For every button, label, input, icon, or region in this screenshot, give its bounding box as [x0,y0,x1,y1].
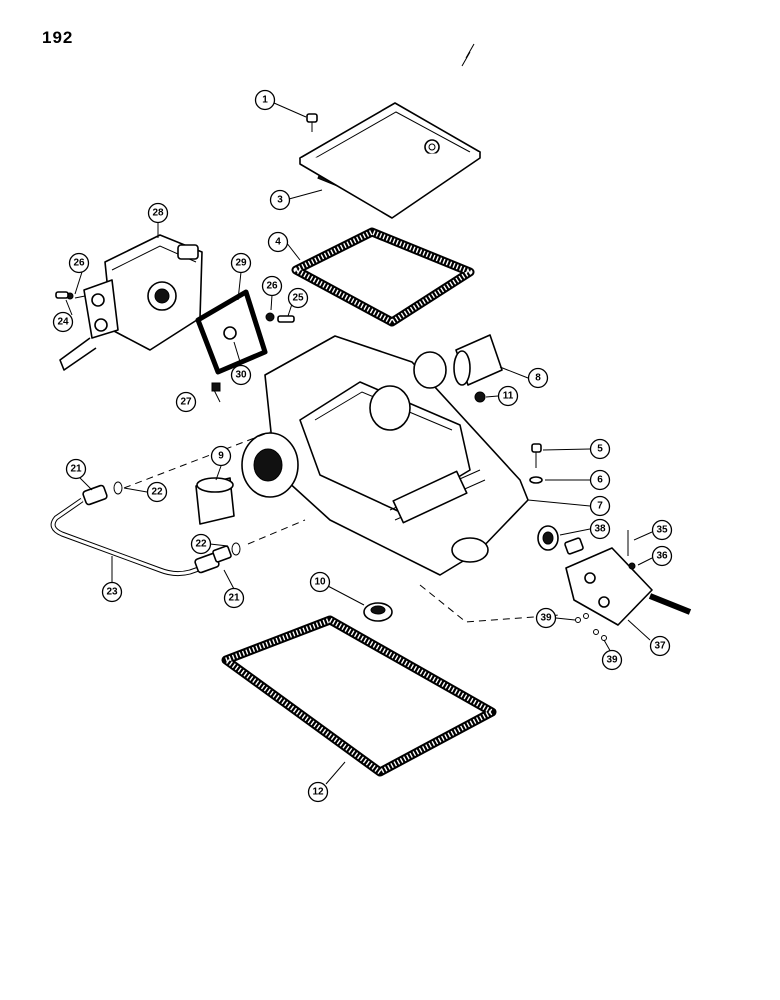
callout-label: 30 [235,370,247,381]
callout-24: 24 [52,311,74,333]
callout-label: 35 [656,525,668,536]
bushing-8 [453,334,503,386]
callout-10: 10 [309,571,331,593]
callout-37: 37 [649,635,671,657]
callout-label: 4 [275,237,281,248]
top-gasket [291,227,475,327]
bottom-gasket [221,615,497,777]
callout-label: 38 [594,524,606,535]
valve-block-37 [564,530,692,626]
valve-assembly [59,234,203,371]
page-number: 192 [42,28,74,47]
o-rings-39 [575,613,607,641]
callout-39b: 39 [601,649,623,671]
callout-26b: 26 [261,275,283,297]
callout-23: 23 [101,581,123,603]
cap-11 [474,391,486,403]
plug [211,382,221,392]
callout-39a: 39 [535,607,557,629]
callout-4: 4 [267,231,289,253]
valve-gasket [195,289,268,375]
callout-22b: 22 [190,533,212,555]
callout-35: 35 [651,519,673,541]
callout-label: 25 [292,293,304,304]
callout-label: 21 [228,593,240,604]
top-cover-plate [299,102,481,219]
callout-label: 11 [503,391,514,402]
callout-9: 9 [210,445,232,467]
callout-5: 5 [589,438,611,460]
callout-label: 39 [540,613,552,624]
callout-26a: 26 [68,252,90,274]
callout-7: 7 [589,495,611,517]
tube-assembly [50,481,241,577]
alignment-line [247,519,306,545]
callout-label: 5 [597,444,603,455]
seal-10 [363,602,393,622]
callout-8: 8 [527,367,549,389]
alignment-line [123,431,271,489]
callout-29: 29 [230,252,252,274]
callout-label: 29 [235,258,247,269]
callout-label: 12 [312,787,324,798]
callout-21a: 21 [65,458,87,480]
callout-label: 24 [57,317,69,328]
callout-11: 11 [497,385,519,407]
callout-28: 28 [147,202,169,224]
callout-label: 23 [106,587,118,598]
callout-25: 25 [287,287,309,309]
callout-12: 12 [307,781,329,803]
callout-27: 27 [175,391,197,413]
callout-21b: 21 [223,587,245,609]
callout-label: 3 [277,195,283,206]
callout-label: 39 [606,655,618,666]
callout-label: 21 [70,464,82,475]
main-housing [241,335,529,576]
callout-label: 26 [266,281,278,292]
callout-label: 27 [180,397,192,408]
callout-22a: 22 [146,481,168,503]
callout-1: 1 [254,89,276,111]
bushing-9 [195,477,235,525]
callout-label: 28 [152,208,164,219]
seal-38 [537,525,559,551]
callout-label: 10 [314,577,326,588]
bolt-washer-5-6 [529,443,543,484]
stray-mark [461,43,475,67]
callout-36: 36 [651,545,673,567]
callout-3: 3 [269,189,291,211]
callout-label: 7 [597,501,603,512]
callout-label: 22 [195,539,207,550]
callout-label: 1 [262,95,268,106]
callout-label: 37 [654,641,666,652]
callout-label: 22 [151,487,163,498]
callout-label: 9 [218,451,224,462]
callout-label: 8 [535,373,541,384]
cover-bolt [306,113,318,132]
callout-30: 30 [230,364,252,386]
callout-6: 6 [589,469,611,491]
washer-bolt-set [55,291,295,323]
callout-label: 26 [73,258,85,269]
callout-label: 36 [656,551,668,562]
alignment-line [419,584,561,623]
callout-38: 38 [589,518,611,540]
callout-label: 6 [597,475,603,486]
leader-lines [65,102,653,785]
